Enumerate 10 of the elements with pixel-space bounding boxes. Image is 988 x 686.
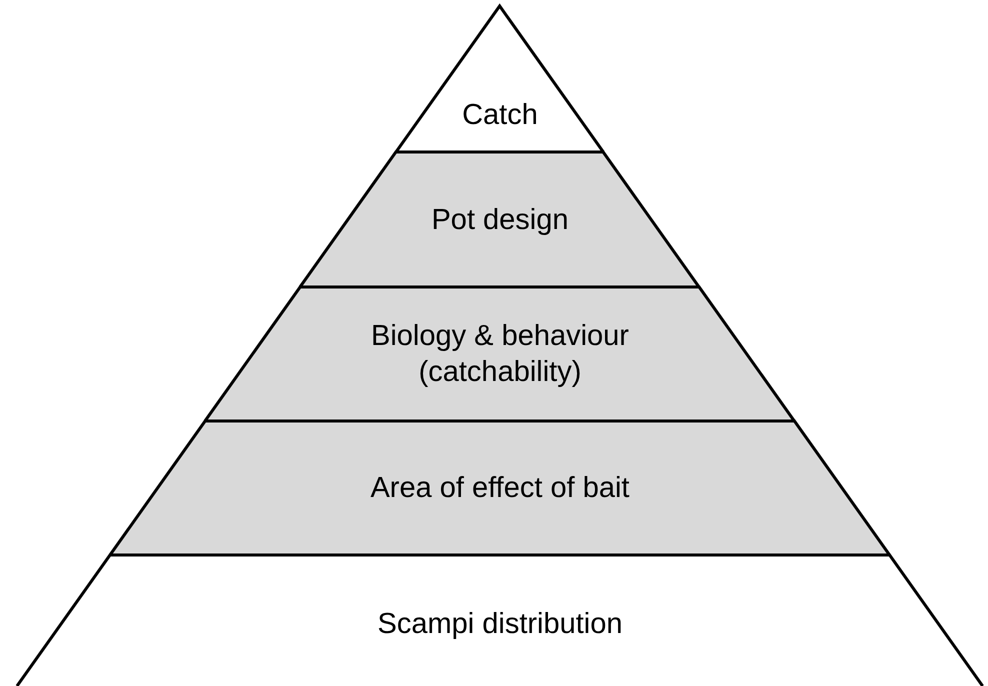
tier-label: Area of effect of bait <box>370 471 630 506</box>
pyramid-tier <box>17 555 983 686</box>
pyramid-tier <box>300 152 700 287</box>
tier-label: Biology & behaviour (catchability) <box>370 319 630 390</box>
pyramid-tier <box>110 421 890 555</box>
tier-label: Catch <box>462 98 538 133</box>
pyramid-tier <box>396 6 604 152</box>
tier-label: Pot design <box>431 203 569 238</box>
tier-label: Scampi distribution <box>377 607 622 642</box>
pyramid-tier <box>205 287 795 421</box>
